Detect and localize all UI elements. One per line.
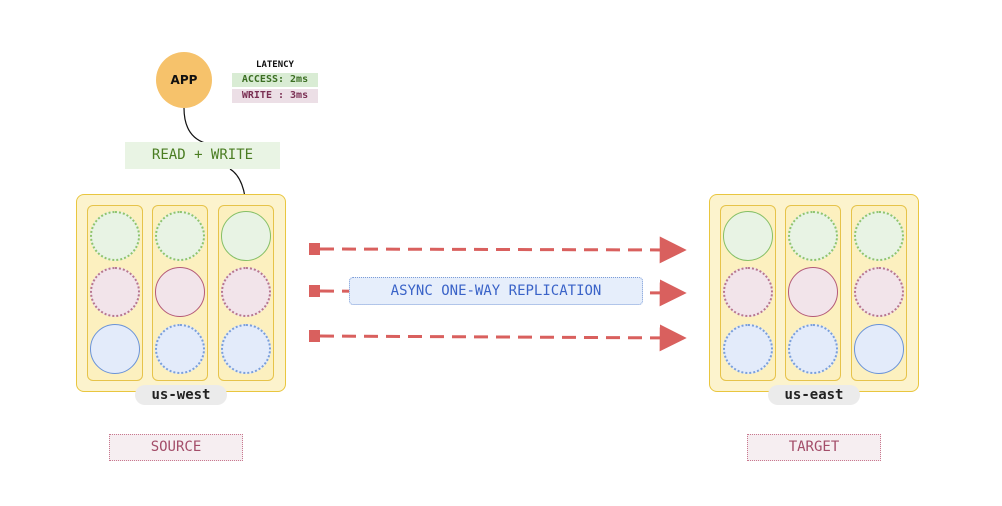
source-node-green bbox=[90, 211, 140, 261]
source-node-blue bbox=[90, 324, 140, 374]
target-node-blue bbox=[854, 324, 904, 374]
replication-arrow-tail-1 bbox=[309, 243, 320, 255]
region-target bbox=[709, 194, 919, 392]
source-column-1 bbox=[87, 205, 143, 381]
target-role-label: TARGET bbox=[747, 434, 881, 461]
source-node-pink bbox=[221, 267, 271, 317]
source-node-green bbox=[155, 211, 205, 261]
source-role-label: SOURCE bbox=[109, 434, 243, 461]
replication-arrow-tail-3 bbox=[309, 330, 320, 342]
replication-arrow-3 bbox=[319, 324, 687, 352]
target-node-green bbox=[854, 211, 904, 261]
source-column-2 bbox=[152, 205, 208, 381]
source-region-label: us-west bbox=[135, 385, 227, 405]
target-node-pink bbox=[854, 267, 904, 317]
read-write-label: READ + WRITE bbox=[125, 142, 280, 169]
replication-arrow-1 bbox=[319, 236, 687, 264]
source-node-blue bbox=[155, 324, 205, 374]
target-node-blue bbox=[723, 324, 773, 374]
target-node-pink bbox=[788, 267, 838, 317]
source-column-3 bbox=[218, 205, 274, 381]
replication-label: ASYNC ONE-WAY REPLICATION bbox=[349, 277, 643, 305]
target-column-3 bbox=[851, 205, 907, 381]
source-node-blue bbox=[221, 324, 271, 374]
source-node-green bbox=[221, 211, 271, 261]
replication-arrow-tail-2 bbox=[309, 285, 320, 297]
target-node-green bbox=[723, 211, 773, 261]
target-column-1 bbox=[720, 205, 776, 381]
target-node-blue bbox=[788, 324, 838, 374]
source-node-pink bbox=[155, 267, 205, 317]
target-node-pink bbox=[723, 267, 773, 317]
latency-access: ACCESS: 2ms bbox=[232, 73, 318, 87]
target-node-green bbox=[788, 211, 838, 261]
latency-title: LATENCY bbox=[256, 60, 294, 70]
target-column-2 bbox=[785, 205, 841, 381]
source-node-pink bbox=[90, 267, 140, 317]
target-region-label: us-east bbox=[768, 385, 860, 405]
region-source bbox=[76, 194, 286, 392]
latency-write: WRITE : 3ms bbox=[232, 89, 318, 103]
app-node: APP bbox=[156, 52, 212, 108]
